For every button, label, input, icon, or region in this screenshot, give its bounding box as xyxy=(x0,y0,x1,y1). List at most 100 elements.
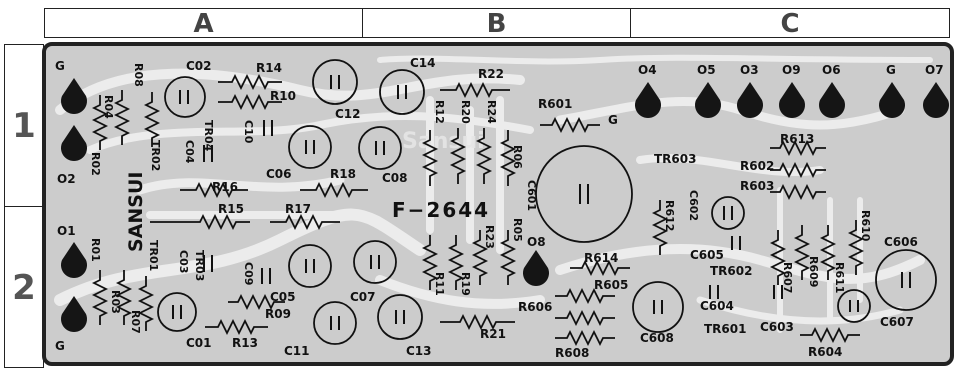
resistor xyxy=(800,326,860,344)
terminal-label: O2 xyxy=(57,172,76,186)
part-label: R01 xyxy=(89,238,102,262)
part-label: R15 xyxy=(218,202,244,216)
resistor xyxy=(421,130,439,186)
resistor xyxy=(447,235,465,290)
terminal-label: G xyxy=(55,59,65,73)
resistor xyxy=(150,213,250,231)
part-label: R08 xyxy=(132,63,145,87)
resistor xyxy=(555,329,615,347)
resistor xyxy=(143,92,161,147)
part-label: R06 xyxy=(511,145,524,169)
resistor xyxy=(555,309,615,327)
resistor xyxy=(651,200,669,255)
column-header-a: A xyxy=(44,8,362,39)
part-label: C03 xyxy=(177,250,190,273)
capacitor-symbols xyxy=(157,59,937,345)
resistor xyxy=(421,235,439,290)
part-label: R12 xyxy=(433,100,446,124)
resistor xyxy=(770,139,826,157)
resistor xyxy=(218,73,282,91)
resistor xyxy=(218,93,282,111)
terminal-label: G xyxy=(608,113,618,127)
terminal-label: O7 xyxy=(925,63,944,77)
resistor xyxy=(228,293,285,311)
resistor xyxy=(819,225,837,280)
component-labels: C02 R14 R10 C14 R22 C12 R16 R18 C06 C08 … xyxy=(186,56,918,360)
part-label: R03 xyxy=(109,290,122,314)
part-label: R07 xyxy=(129,310,142,334)
resistor xyxy=(769,230,787,285)
part-label: R21 xyxy=(480,327,506,341)
part-label: R10 xyxy=(270,89,296,103)
terminal-labels: G O2 O1 G O8 G O4 O5 O3 O9 O6 G O7 xyxy=(55,59,944,353)
part-label: TR04 xyxy=(202,120,215,152)
capacitor xyxy=(837,289,871,323)
brand-watermark: Sansui xyxy=(402,129,485,154)
terminal-pad xyxy=(61,242,88,278)
part-label: C608 xyxy=(640,331,674,345)
resistor xyxy=(471,230,489,285)
capacitor xyxy=(711,196,745,230)
part-label: R20 xyxy=(459,100,472,124)
resistor xyxy=(180,181,248,199)
capacitor xyxy=(358,126,402,170)
terminal-pad xyxy=(695,82,721,119)
capacitor xyxy=(164,76,206,118)
terminal-pads xyxy=(61,78,950,332)
resistor xyxy=(499,130,517,186)
terminal-pad xyxy=(61,125,88,161)
resistor xyxy=(300,181,368,199)
part-label: R11 xyxy=(433,272,446,296)
resistor xyxy=(91,270,109,325)
part-label: R22 xyxy=(478,67,504,81)
resistor xyxy=(555,287,615,305)
part-label: R614 xyxy=(584,251,618,265)
part-label: C606 xyxy=(884,235,918,249)
terminal-label: O8 xyxy=(527,235,546,249)
terminal-pad xyxy=(61,296,88,332)
board-id-label: F−2644 xyxy=(392,198,490,222)
part-label: R601 xyxy=(538,97,572,111)
part-label: R04 xyxy=(102,95,115,119)
part-label: R611 xyxy=(833,262,846,293)
part-label: R606 xyxy=(518,300,552,314)
resistor xyxy=(570,259,630,277)
capacitor xyxy=(535,145,633,243)
resistor xyxy=(91,95,109,150)
part-label: C01 xyxy=(186,336,212,350)
part-label: C602 xyxy=(687,190,700,221)
part-label: C02 xyxy=(186,59,212,73)
part-label: R16 xyxy=(212,180,238,194)
part-label: R13 xyxy=(232,336,258,350)
part-label: R605 xyxy=(594,278,628,292)
resistor xyxy=(440,313,515,331)
capacitor xyxy=(157,292,197,332)
capacitor xyxy=(379,69,425,115)
column-header-c: C xyxy=(630,8,950,39)
capacitor xyxy=(312,59,358,105)
brand-label: SANSUI xyxy=(125,172,147,252)
part-label: C12 xyxy=(335,107,361,121)
resistor xyxy=(475,128,493,184)
part-label: C05 xyxy=(270,290,296,304)
resistor xyxy=(115,270,133,325)
part-label: R610 xyxy=(859,210,872,242)
part-label: C601 xyxy=(525,180,538,211)
part-label: TR02 xyxy=(149,140,162,171)
resistor xyxy=(205,318,268,336)
terminal-label: O9 xyxy=(782,63,801,77)
part-label: C04 xyxy=(183,140,196,164)
terminal-pad xyxy=(779,82,806,119)
resistor xyxy=(770,161,826,179)
part-label: TR603 xyxy=(654,152,696,166)
part-label: TR601 xyxy=(704,322,746,336)
resistor xyxy=(770,183,826,201)
part-label: R09 xyxy=(265,307,291,321)
terminal-pad xyxy=(61,78,88,114)
part-label: C08 xyxy=(382,171,408,185)
part-label: R05 xyxy=(511,218,524,242)
part-label: R23 xyxy=(483,225,496,249)
terminal-label: O1 xyxy=(57,224,76,238)
part-label: C09 xyxy=(242,262,255,285)
